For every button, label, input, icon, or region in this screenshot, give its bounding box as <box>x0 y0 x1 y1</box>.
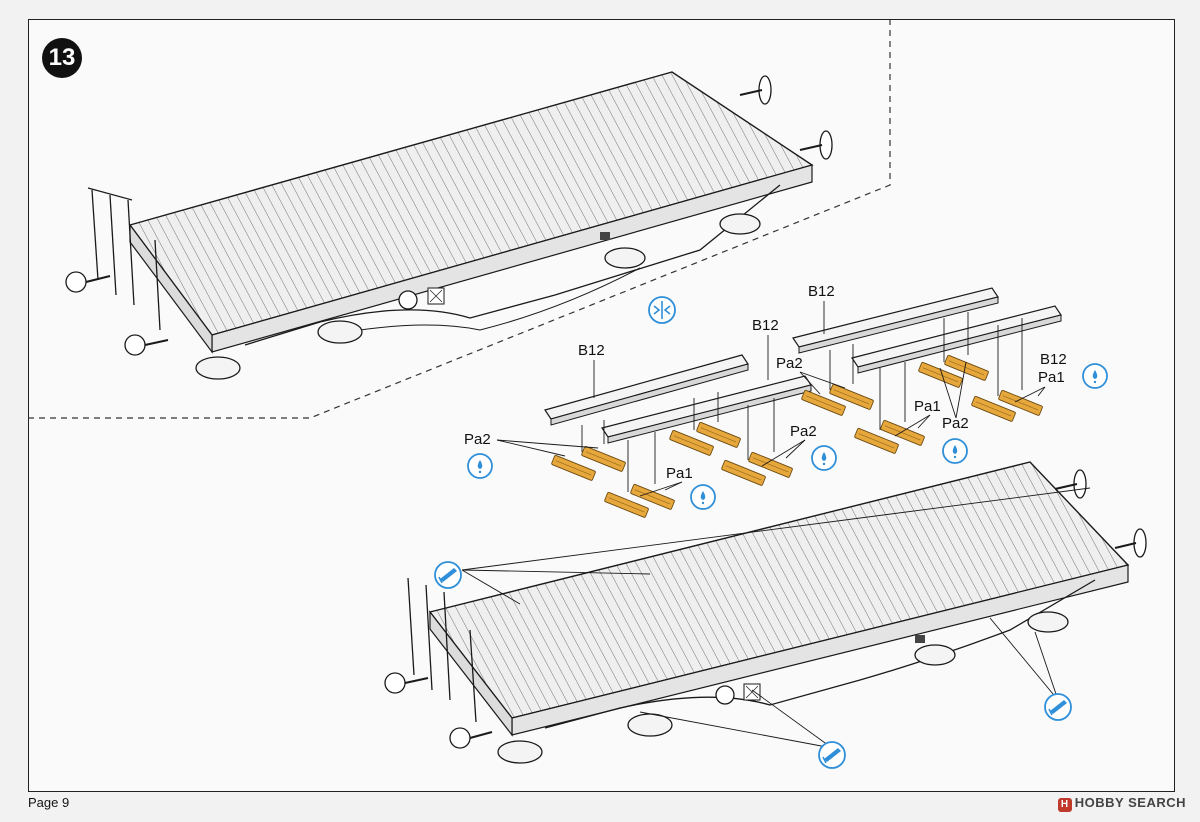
glue-drop-icon <box>690 484 716 510</box>
label-pa1-b: Pa1 <box>914 398 941 415</box>
paint-marker-icon <box>1044 693 1072 721</box>
label-b12-d: B12 <box>1040 351 1067 368</box>
part-guide-lines <box>581 312 1023 492</box>
step-number-badge: 13 <box>42 38 82 78</box>
flat-wagon-lower <box>384 461 1147 764</box>
watermark-logo-icon: H <box>1057 798 1072 812</box>
watermark-text: HOBBY SEARCH <box>1074 795 1186 810</box>
glue-drop-icon <box>1082 363 1108 389</box>
paint-leader-lines <box>461 487 1091 749</box>
b12-bar-4 <box>851 305 1062 374</box>
label-pa2-c: Pa2 <box>776 355 803 372</box>
b12-bar-3 <box>792 287 999 354</box>
page-number: Page 9 <box>28 795 70 810</box>
paint-marker-icon <box>434 561 462 589</box>
label-pa2-d: Pa2 <box>942 415 969 432</box>
glue-drop-icon <box>811 445 837 471</box>
glue-drop-icon <box>467 453 493 479</box>
label-pa2-b: Pa2 <box>790 423 817 440</box>
flat-wagon-upper <box>65 71 833 380</box>
label-b12-b: B12 <box>752 317 779 334</box>
b12-bar-1 <box>544 354 749 426</box>
label-pa1-c: Pa1 <box>1038 369 1065 386</box>
paint-marker-icon <box>818 741 846 769</box>
label-b12-a: B12 <box>578 342 605 359</box>
subassembly-boundary <box>28 20 891 419</box>
label-b12-c: B12 <box>808 283 835 300</box>
glue-drop-icon <box>942 438 968 464</box>
label-pa2-a: Pa2 <box>464 431 491 448</box>
align-symbol-icon <box>648 296 676 324</box>
label-pa1-a: Pa1 <box>666 465 693 482</box>
b12-bar-2 <box>601 375 812 444</box>
